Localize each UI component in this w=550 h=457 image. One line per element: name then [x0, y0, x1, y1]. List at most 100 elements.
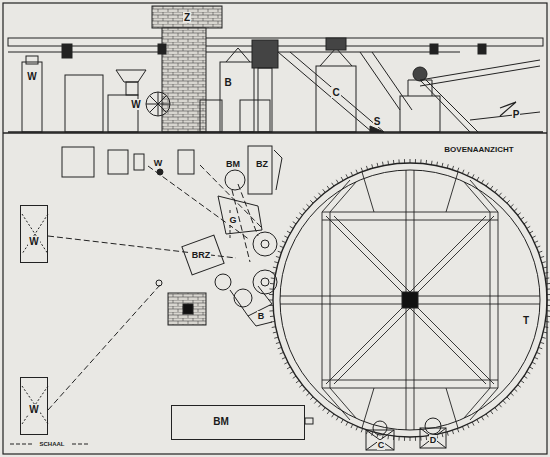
gear-tooth	[306, 393, 309, 396]
gear-tooth	[426, 436, 427, 440]
gear-tooth	[537, 352, 541, 354]
view-title: BOVENAANZICHT	[443, 145, 514, 154]
gear-tooth	[346, 422, 348, 426]
gear-tooth	[280, 246, 284, 248]
gear-tooth	[287, 231, 290, 233]
gear-tooth	[398, 437, 399, 441]
part-letter: SCHAAL	[39, 441, 66, 448]
gear-tooth	[486, 183, 488, 186]
gear-tooth	[532, 236, 536, 238]
gear-tooth	[310, 200, 313, 203]
gear-tooth	[269, 300, 273, 301]
gear-tooth	[287, 367, 290, 369]
gear-tooth	[457, 168, 458, 172]
gear-tooth	[503, 401, 506, 404]
gear-tooth	[282, 241, 286, 243]
gear-tooth	[332, 183, 334, 186]
gear-tooth	[472, 422, 474, 426]
gear-tooth	[341, 420, 343, 423]
gear-tooth	[507, 397, 510, 400]
gear-tooth	[518, 213, 521, 215]
gear-tooth	[282, 357, 286, 359]
gear-tooth	[278, 251, 282, 252]
gear-tooth	[272, 326, 276, 328]
gear-tooth	[366, 166, 367, 170]
gear-tooth	[398, 159, 399, 163]
gear-tooth	[274, 262, 278, 263]
mill-box: W	[20, 377, 48, 435]
gear-tooth	[457, 429, 458, 433]
gear-tooth	[276, 342, 280, 343]
gear-tooth	[507, 200, 510, 203]
gear-tooth	[545, 277, 549, 279]
gear-tooth	[299, 385, 302, 387]
gear-tooth	[332, 414, 334, 417]
gear-tooth	[377, 163, 379, 167]
gear-tooth	[447, 432, 448, 436]
gear-tooth	[284, 236, 288, 238]
gear-tooth	[547, 288, 550, 289]
gear-tooth	[314, 401, 317, 404]
gear-tooth	[539, 251, 543, 252]
gear-tooth	[503, 196, 506, 199]
gear-tooth	[318, 193, 321, 196]
gear-tooth	[318, 404, 321, 407]
gear-tooth	[543, 267, 547, 269]
gear-tooth	[387, 161, 389, 165]
gear-tooth	[441, 433, 443, 437]
part-letter: BM	[225, 159, 241, 169]
gear-tooth	[527, 372, 530, 374]
gear-tooth	[327, 411, 329, 414]
gear-tooth	[290, 372, 293, 374]
gear-tooth	[356, 170, 358, 174]
gear-tooth	[514, 389, 517, 392]
gear-tooth	[543, 331, 547, 333]
gear-tooth	[467, 172, 469, 176]
gear-tooth	[545, 321, 549, 323]
mill-box: W	[20, 205, 48, 263]
gear-tooth	[272, 272, 276, 274]
gear-tooth	[452, 166, 453, 170]
gear-tooth	[447, 164, 448, 168]
part-letter: B	[223, 77, 232, 88]
machine-box: BM	[171, 405, 305, 440]
gear-tooth	[537, 246, 541, 248]
gear-tooth	[415, 437, 416, 441]
gear-tooth	[482, 417, 484, 420]
gear-tooth	[499, 404, 502, 407]
gear-tooth	[273, 267, 277, 269]
gear-tooth	[361, 168, 362, 172]
gear-tooth	[271, 277, 275, 279]
gear-tooth	[495, 189, 497, 192]
gear-tooth	[518, 385, 521, 387]
gear-tooth	[546, 316, 550, 317]
gear-tooth	[530, 231, 533, 233]
gear-tooth	[462, 427, 464, 431]
gear-tooth	[544, 272, 548, 274]
gear-tooth	[542, 262, 546, 263]
gear-tooth	[356, 427, 358, 431]
gear-tooth	[323, 408, 325, 411]
gear-tooth	[539, 347, 543, 348]
gear-tooth	[499, 193, 502, 196]
part-letter: B	[257, 311, 266, 321]
gear-tooth	[372, 164, 373, 168]
gear-tooth	[532, 362, 536, 364]
gear-tooth	[527, 226, 530, 228]
gear-tooth	[296, 381, 299, 383]
gear-tooth	[540, 342, 544, 343]
gear-tooth	[276, 256, 280, 257]
part-letter: W	[28, 404, 39, 415]
gear-tooth	[441, 163, 443, 167]
gear-tooth	[511, 204, 514, 207]
gear-tooth	[452, 430, 453, 434]
gear-tooth	[382, 162, 384, 166]
gear-tooth	[521, 217, 524, 219]
gear-tooth	[511, 393, 514, 396]
gear-tooth	[290, 226, 293, 228]
gear-tooth	[393, 160, 394, 164]
gear-tooth	[547, 300, 550, 301]
gear-tooth	[270, 283, 274, 284]
gear-tooth	[269, 305, 273, 306]
